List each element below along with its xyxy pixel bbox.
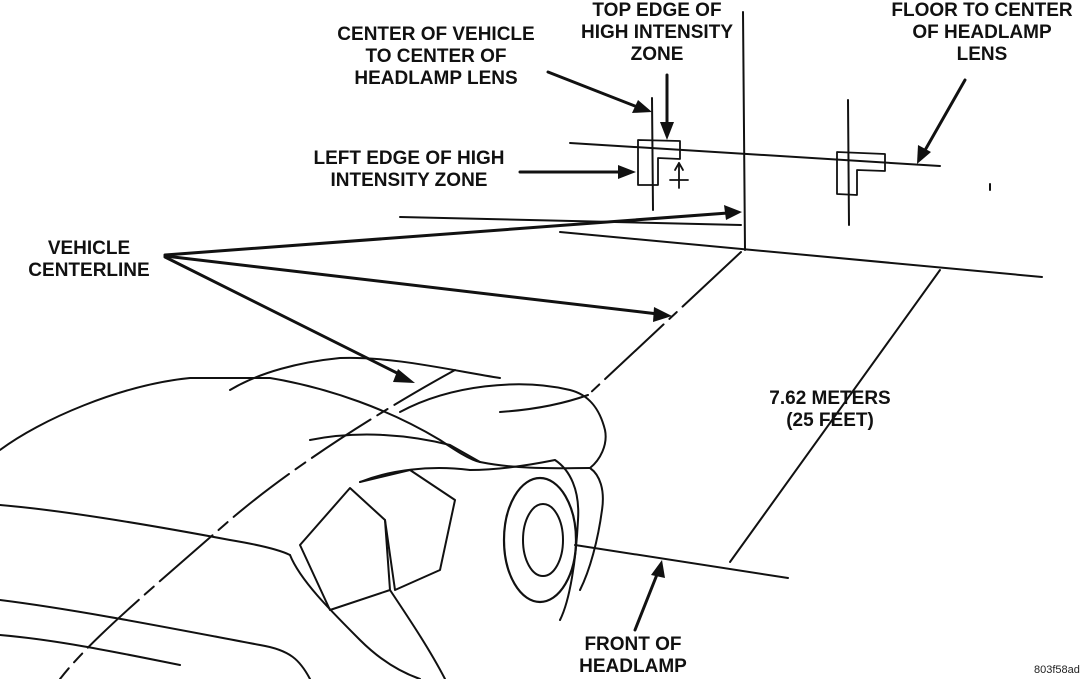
windshield-lower xyxy=(359,467,471,483)
hood-centerline xyxy=(499,394,589,413)
screen-vertical-line xyxy=(742,11,746,251)
label-front-of-headlamp: FRONT OF HEADLAMP xyxy=(579,634,687,677)
figure-code: 803f58ad xyxy=(1034,664,1080,676)
lower-body xyxy=(0,599,311,679)
door-line xyxy=(389,589,446,679)
roof-edge xyxy=(0,504,291,556)
label-center-of-vehicle: CENTER OF VEHICLE TO CENTER OF HEADLAMP … xyxy=(337,24,535,89)
arrow-floor-center xyxy=(922,78,967,154)
car-hood xyxy=(399,383,607,469)
arrow-centerline-wall xyxy=(163,211,730,257)
label-left-edge: LEFT EDGE OF HIGH INTENSITY ZONE xyxy=(313,148,505,191)
leader-arrows xyxy=(163,70,967,632)
hood-front xyxy=(479,461,591,470)
car-trunk-top xyxy=(229,356,501,391)
aiming-screen xyxy=(399,11,1043,278)
label-floor-to-center: FLOOR TO CENTER OF HEADLAMP LENS xyxy=(891,0,1073,65)
right-headlamp-vertical-line xyxy=(847,99,850,226)
car-centerline xyxy=(59,369,456,679)
side-window xyxy=(299,487,391,611)
label-distance: 7.62 METERS (25 FEET) xyxy=(769,388,891,431)
body-crease xyxy=(0,634,181,666)
label-vehicle-centerline: VEHICLE CENTERLINE xyxy=(28,238,150,281)
front-fender xyxy=(469,459,580,621)
distance-line xyxy=(729,269,941,563)
arrow-centerline-car xyxy=(163,255,405,378)
floor-wall-junction-line xyxy=(559,231,1043,278)
floor-lines xyxy=(574,251,941,579)
label-top-edge: TOP EDGE OF HIGH INTENSITY ZONE xyxy=(580,0,733,65)
headlamp-height-line xyxy=(569,142,941,167)
windshield xyxy=(309,433,481,463)
car-body-side xyxy=(289,554,421,679)
vehicle-illustration xyxy=(0,356,607,679)
vehicle-centerline-floor xyxy=(587,251,742,396)
wall-floor-line xyxy=(399,216,742,226)
front-wheel xyxy=(502,476,578,604)
arrow-front-headlamp xyxy=(633,570,660,632)
side-window-front xyxy=(359,469,456,591)
arrow-center-vehicle xyxy=(546,70,642,110)
left-headlamp-vertical-line xyxy=(651,97,654,211)
arrow-centerline-floor xyxy=(163,254,660,316)
front-wheel-hub xyxy=(522,503,564,577)
right-high-intensity-zone xyxy=(836,151,886,196)
left-high-intensity-zone xyxy=(637,139,689,189)
front-bumper xyxy=(579,467,604,591)
car-roof xyxy=(0,377,481,463)
front-of-headlamp-line xyxy=(574,544,789,579)
